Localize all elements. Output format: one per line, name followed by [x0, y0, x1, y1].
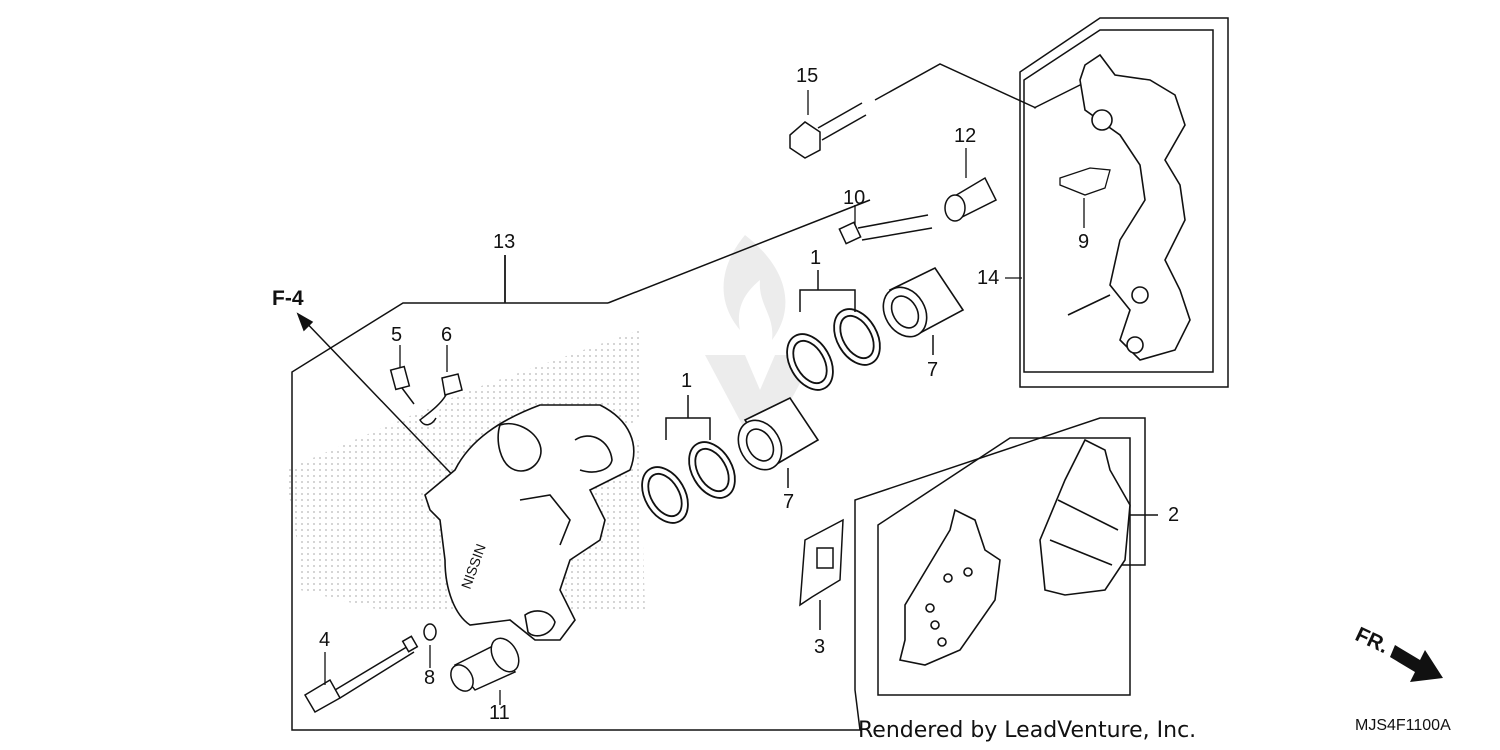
seal-set-upper — [786, 308, 881, 391]
callout-2: 2 — [1168, 504, 1180, 526]
f4-reference-arrow — [296, 312, 466, 489]
bolt-15 — [789, 102, 867, 159]
callout-6: 6 — [441, 324, 453, 346]
caliper-bracket-14 — [1067, 53, 1191, 361]
washer-8 — [423, 623, 437, 641]
callout-5: 5 — [391, 324, 403, 346]
callout-12: 12 — [954, 125, 977, 147]
render-credit: Rendered by LeadVenture, Inc. — [858, 718, 1197, 743]
diagram-code: MJS4F1100A — [1355, 717, 1451, 734]
pad-group-border — [877, 437, 1131, 696]
callout-7-lower: 7 — [783, 491, 795, 513]
clip-9 — [1059, 167, 1111, 196]
callout-13: 13 — [493, 231, 516, 253]
callout-3: 3 — [814, 636, 826, 658]
piston-upper — [882, 266, 965, 338]
seal-set-lower — [641, 441, 736, 524]
callout-7-upper: 7 — [927, 359, 939, 381]
caliper-body: NISSIN — [424, 404, 635, 641]
pad-spring-3 — [799, 518, 844, 607]
pin-10 — [838, 214, 933, 245]
cap-6 — [419, 373, 463, 426]
callout-1-upper: 1 — [810, 247, 822, 269]
callout-8: 8 — [424, 667, 436, 689]
f4-reference-label: F-4 — [272, 287, 304, 310]
callout-1-lower: 1 — [681, 370, 693, 392]
pin-11 — [450, 637, 520, 692]
pin-bolt-4 — [303, 635, 419, 714]
caliper-group-border — [291, 302, 1146, 731]
callout-14: 14 — [977, 267, 1000, 289]
bracket-group-border — [1019, 17, 1229, 388]
front-direction-arrow — [1390, 645, 1443, 682]
callout-15: 15 — [796, 65, 819, 87]
brake-pad-left — [899, 508, 1001, 666]
callout-9: 9 — [1078, 231, 1090, 253]
callout-11: 11 — [489, 702, 510, 724]
callout-4: 4 — [319, 629, 331, 651]
piston-lower — [737, 396, 820, 471]
brake-pad-right — [1039, 438, 1131, 596]
boot-12 — [944, 176, 998, 222]
watermark-logo — [705, 235, 815, 430]
callout-10: 10 — [843, 187, 866, 209]
leader-lines — [324, 90, 1022, 705]
bleed-screw-5 — [389, 365, 415, 405]
